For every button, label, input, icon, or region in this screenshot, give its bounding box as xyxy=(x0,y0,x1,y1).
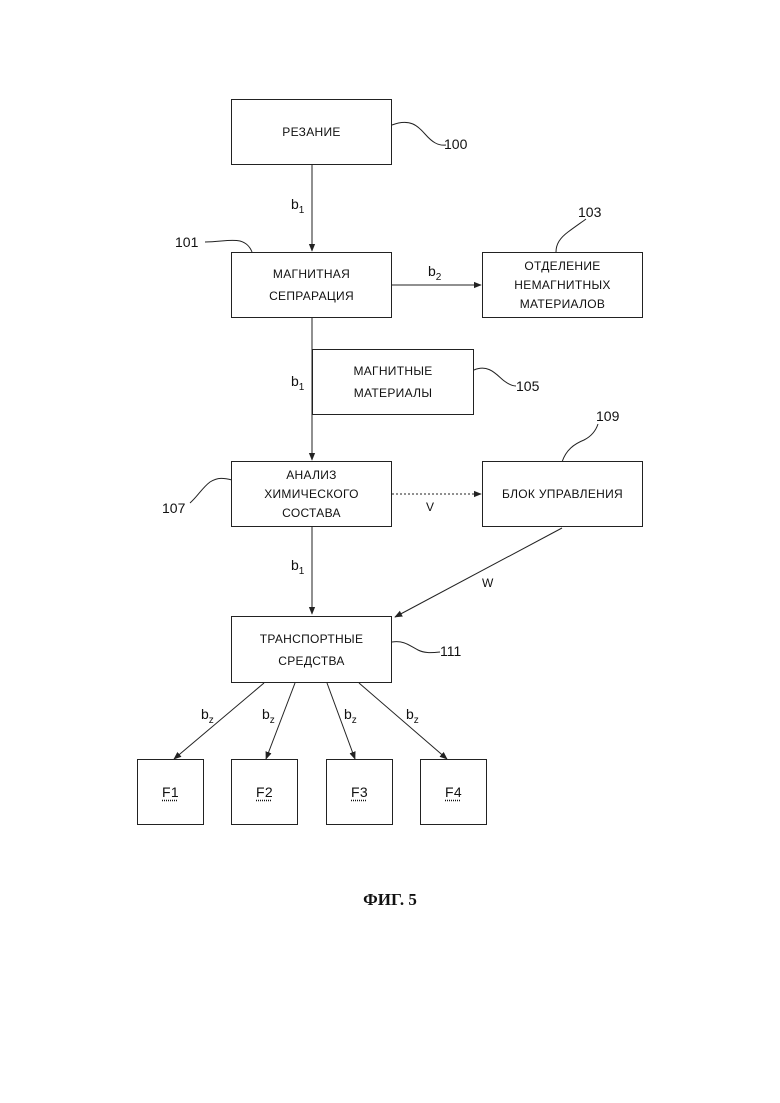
block-f3: F3 xyxy=(326,759,393,825)
figure-caption: ФИГ. 5 xyxy=(0,890,780,910)
ref-100: 100 xyxy=(444,136,467,152)
ref-101: 101 xyxy=(175,234,198,250)
block-transport: ТРАНСПОРТНЫЕ СРЕДСТВА xyxy=(231,616,392,683)
flow-label-v: V xyxy=(426,500,434,514)
flow-label-bz-3: bz xyxy=(344,706,357,726)
block-chemical-analysis: АНАЛИЗ ХИМИЧЕСКОГО СОСТАВА xyxy=(231,461,392,527)
f1-label: F1 xyxy=(162,781,179,803)
block-magnetic-materials: МАГНИТНЫЕ МАТЕРИАЛЫ xyxy=(312,349,474,415)
block-magnetic-separation: МАГНИТНАЯ СЕПРАРАЦИЯ xyxy=(231,252,392,318)
f4-label: F4 xyxy=(445,781,462,803)
flow-label-bz-4: bz xyxy=(406,706,419,726)
block-f1: F1 xyxy=(137,759,204,825)
flow-label-bz-2: bz xyxy=(262,706,275,726)
block-control-unit: БЛОК УПРАВЛЕНИЯ xyxy=(482,461,643,527)
ref-105: 105 xyxy=(516,378,539,394)
block-cutting: РЕЗАНИЕ xyxy=(231,99,392,165)
leader-105 xyxy=(474,368,516,386)
flow-label-b2: b2 xyxy=(428,263,441,283)
flow-label-w: W xyxy=(482,576,493,590)
ref-111: 111 xyxy=(440,643,461,659)
leader-111 xyxy=(392,642,440,653)
flow-label-b1-mid: b1 xyxy=(291,373,304,393)
flow-label-bz-1: bz xyxy=(201,706,214,726)
f2-label: F2 xyxy=(256,781,273,803)
ref-107: 107 xyxy=(162,500,185,516)
block-f4: F4 xyxy=(420,759,487,825)
arrow-transport-to-f1 xyxy=(174,683,264,759)
arrow-control-to-transport xyxy=(395,528,562,617)
leader-103 xyxy=(556,219,586,252)
ref-103: 103 xyxy=(578,204,601,220)
leader-101 xyxy=(205,240,252,252)
leader-109 xyxy=(562,424,598,462)
block-nonmagnetic-separation: ОТДЕЛЕНИЕ НЕМАГНИТНЫХ МАТЕРИАЛОВ xyxy=(482,252,643,318)
block-f2: F2 xyxy=(231,759,298,825)
flow-label-b1-top: b1 xyxy=(291,196,304,216)
leader-107 xyxy=(190,478,232,503)
f3-label: F3 xyxy=(351,781,368,803)
arrow-transport-to-f4 xyxy=(359,683,447,759)
flow-label-b1-bottom: b1 xyxy=(291,557,304,577)
ref-109: 109 xyxy=(596,408,619,424)
leader-100 xyxy=(392,122,446,145)
